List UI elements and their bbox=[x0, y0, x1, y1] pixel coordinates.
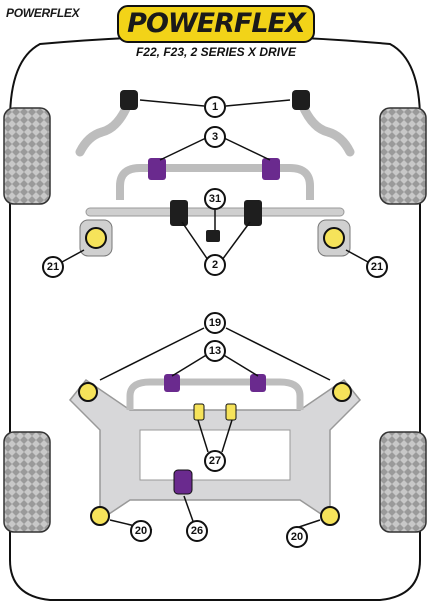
diff-rear-mount bbox=[173, 469, 193, 495]
callout-2: 2 bbox=[204, 254, 226, 276]
callout-1: 1 bbox=[204, 96, 226, 118]
diff-mount-right bbox=[225, 403, 237, 421]
callout-21-left: 21 bbox=[42, 256, 64, 278]
callout-26: 26 bbox=[186, 520, 208, 542]
logo-plate bbox=[117, 5, 315, 43]
rear-arb-bush-left bbox=[164, 374, 180, 392]
front-lower-bush-left bbox=[170, 200, 188, 226]
front-hub-right-bush bbox=[323, 227, 345, 249]
front-hub-left-bush bbox=[85, 227, 107, 249]
rear-anti-roll-bar bbox=[126, 378, 304, 410]
front-arb-bush-left bbox=[148, 158, 166, 180]
center-bush bbox=[206, 230, 220, 242]
rear-front-mount-right bbox=[332, 382, 352, 402]
front-arm-bush-left bbox=[120, 90, 138, 110]
rear-right-tyre bbox=[379, 431, 427, 533]
front-arm-bush-right bbox=[292, 90, 310, 110]
rear-front-mount-left bbox=[78, 382, 98, 402]
callout-20-left: 20 bbox=[130, 520, 152, 542]
front-arb-bush-right bbox=[262, 158, 280, 180]
callout-19: 19 bbox=[204, 312, 226, 334]
front-right-tyre bbox=[379, 107, 427, 205]
main-brand-logo: POWERFLEX bbox=[127, 8, 306, 39]
callout-3: 3 bbox=[204, 126, 226, 148]
diff-mount-left bbox=[193, 403, 205, 421]
front-arm-right bbox=[297, 99, 355, 157]
front-left-tyre bbox=[3, 107, 51, 205]
rear-rear-mount-left bbox=[90, 506, 110, 526]
callout-31: 31 bbox=[204, 188, 226, 210]
callout-27: 27 bbox=[204, 450, 226, 472]
front-anti-roll-bar bbox=[116, 164, 314, 200]
vehicle-subtitle: F22, F23, 2 SERIES X DRIVE bbox=[135, 45, 297, 59]
rear-rear-mount-right bbox=[320, 506, 340, 526]
rear-arb-bush-right bbox=[250, 374, 266, 392]
leader-lines bbox=[61, 99, 369, 531]
callout-13: 13 bbox=[204, 340, 226, 362]
front-arm-left bbox=[75, 99, 133, 157]
front-lower-bush-right bbox=[244, 200, 262, 226]
rear-left-tyre bbox=[3, 431, 51, 533]
callout-21-right: 21 bbox=[366, 256, 388, 278]
small-brand-logo: POWERFLEX bbox=[6, 6, 80, 20]
callout-20-right: 20 bbox=[286, 526, 308, 548]
